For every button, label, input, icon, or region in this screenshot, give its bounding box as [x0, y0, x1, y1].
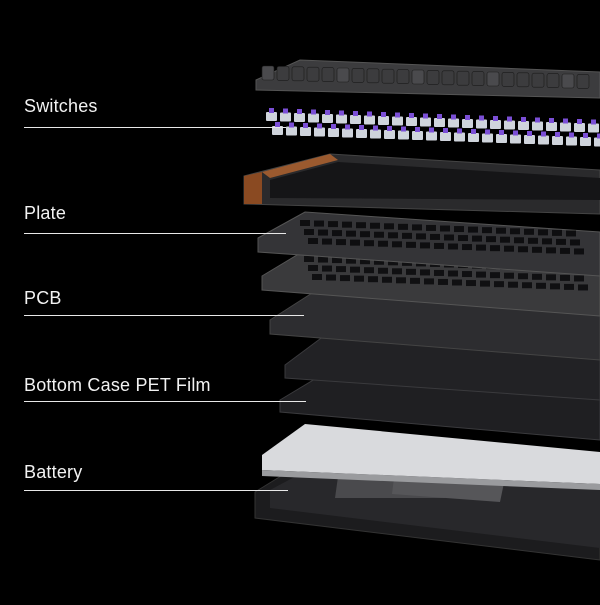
case-frame-layer	[243, 153, 600, 215]
callout-line-battery	[24, 490, 288, 491]
callout-label-pcb: PCB	[24, 288, 62, 308]
switches-layer	[266, 108, 600, 147]
callout-line-plate	[24, 233, 286, 234]
keycaps-layer	[255, 59, 600, 99]
callout-line-pet-film	[24, 401, 306, 402]
callout-line-pcb	[24, 315, 304, 316]
pet-film-layer	[262, 424, 600, 490]
upper-plate-layer	[257, 211, 600, 277]
callout-line-switches	[24, 127, 286, 128]
callout-label-plate: Plate	[24, 203, 67, 223]
callout-label-battery: Battery	[24, 462, 83, 482]
callout-label-switches: Switches	[24, 96, 98, 116]
callout-label-pet-film: Bottom Case PET Film	[24, 375, 211, 395]
